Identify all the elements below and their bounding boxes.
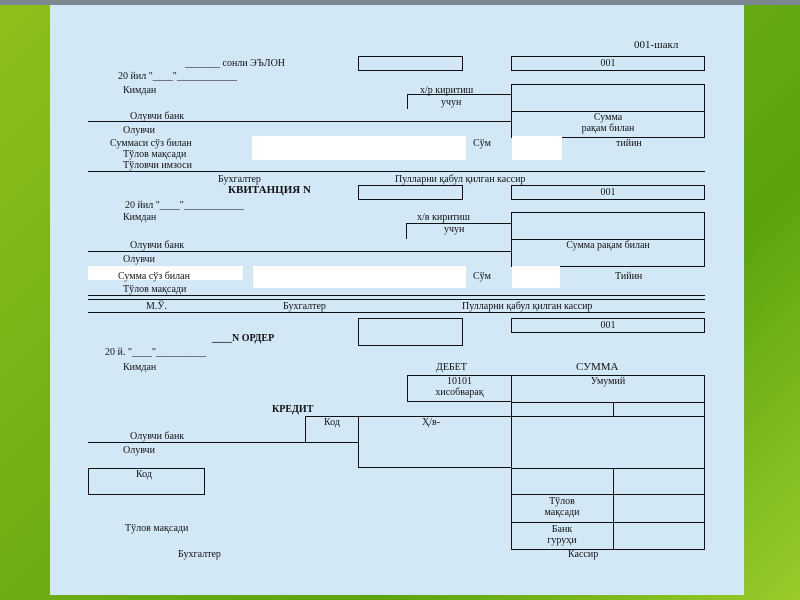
order-payee-bank-label: Олувчи банк bbox=[130, 431, 185, 442]
order-title: ____N ОРДЕР bbox=[212, 333, 275, 344]
receipt-debit-account-2: учун bbox=[444, 224, 465, 235]
order-payment-purpose-cell-1: Тўлов bbox=[549, 496, 575, 507]
receipt-amount-figures: Сумма рақам билан bbox=[566, 240, 650, 251]
notice-amount-words-label: Суммаси сўз билан bbox=[110, 138, 192, 149]
notice-amount-words-field[interactable] bbox=[252, 136, 466, 160]
order-payee-label: Олувчи bbox=[123, 445, 155, 456]
receipt-divider-top bbox=[88, 295, 705, 296]
order-grid-split-2 bbox=[613, 468, 614, 550]
order-grid-split-1 bbox=[613, 402, 614, 416]
receipt-number-box: 001 bbox=[511, 185, 705, 200]
notice-sum-label: Сўм bbox=[473, 138, 491, 149]
receipt-accountant-label: Бухгалтер bbox=[283, 301, 326, 312]
order-grid-line-3 bbox=[511, 468, 705, 469]
receipt-from-label: Кимдан bbox=[123, 212, 157, 223]
notice-cashier-label: Пулларни қабул қилган кассир bbox=[395, 174, 526, 185]
receipt-payee-bank-label: Олувчи банк bbox=[130, 240, 185, 251]
receipt-title: КВИТАНЦИЯ N bbox=[228, 184, 311, 196]
order-total-label: Умумий bbox=[590, 376, 626, 387]
order-purpose-label: Тўлов мақсади bbox=[125, 523, 189, 534]
order-blank-box bbox=[358, 318, 463, 346]
notice-debit-account-1: х/р киритиш bbox=[420, 85, 474, 96]
order-code-label: Код bbox=[324, 417, 340, 428]
receipt-tiyin-label: Тийин bbox=[615, 271, 643, 282]
order-payment-purpose-cell-2: мақсади bbox=[544, 507, 580, 518]
notice-sum-field[interactable] bbox=[512, 136, 562, 160]
order-account-no-1: 10101 bbox=[447, 376, 472, 387]
receipt-account-line bbox=[406, 223, 511, 224]
order-grid-line-1 bbox=[511, 402, 705, 403]
receipt-payee-bank-line bbox=[88, 251, 511, 252]
order-number-box: 001 bbox=[511, 318, 705, 333]
order-account-no-2: хисобварақ bbox=[435, 387, 484, 398]
notice-payee-bank-line bbox=[88, 121, 511, 122]
receipt-sum-field[interactable] bbox=[512, 266, 560, 288]
notice-amount-divider bbox=[511, 111, 705, 112]
receipt-signature-line bbox=[88, 312, 705, 313]
order-from-label: Кимдан bbox=[123, 362, 157, 373]
notice-amount-figures-1: Сумма bbox=[593, 112, 623, 123]
notice-payee-label: Олувчи bbox=[123, 125, 155, 136]
receipt-amount-words-label: Сумма сўз билан bbox=[118, 271, 190, 282]
notice-from-label: Кимдан bbox=[123, 85, 157, 96]
receipt-purpose-label: Тўлов мақсади bbox=[123, 284, 187, 295]
notice-accountant-label: Бухгалтер bbox=[218, 174, 261, 185]
receipt-seal-label: М.Ў. bbox=[146, 301, 167, 312]
receipt-account-bracket bbox=[406, 223, 407, 239]
order-credit-account-cell bbox=[358, 416, 512, 468]
notice-amount-figures-2: рақам билан bbox=[581, 123, 635, 134]
receipt-divider-bottom bbox=[88, 299, 705, 300]
window-top-bar bbox=[0, 0, 800, 5]
order-code-box-label: Код bbox=[136, 469, 152, 480]
receipt-blank-box bbox=[358, 185, 463, 200]
notice-section-divider bbox=[88, 171, 705, 172]
receipt-sum-label: Сўм bbox=[473, 271, 491, 282]
order-grid-line-4 bbox=[511, 494, 705, 495]
receipt-amount-divider bbox=[511, 239, 705, 240]
notice-account-line bbox=[407, 94, 511, 95]
order-cashier-label: Кассир bbox=[568, 549, 599, 560]
order-code-box bbox=[88, 468, 205, 495]
order-grid-line-2 bbox=[511, 416, 705, 417]
payment-form-sheet: 001-шакл _______ сонли ЭЪЛОН 001 20 йил … bbox=[50, 5, 744, 595]
notice-number-box: 001 bbox=[511, 56, 705, 71]
notice-date: 20 йил "____"____________ bbox=[118, 71, 237, 82]
order-sum-header: СУММА bbox=[576, 361, 619, 373]
receipt-cashier-label: Пулларни қабул қилган кассир bbox=[462, 301, 593, 312]
notice-payer-signature-label: Тўловчи имзоси bbox=[123, 160, 192, 171]
receipt-blank-strip bbox=[88, 266, 243, 280]
notice-tiyin-label: тийин bbox=[616, 138, 642, 149]
order-debit-label: ДЕБЕТ bbox=[436, 362, 467, 373]
form-code: 001-шакл bbox=[634, 39, 679, 51]
notice-payee-bank-label: Олувчи банк bbox=[130, 111, 185, 122]
receipt-payee-label: Олувчи bbox=[123, 254, 155, 265]
receipt-debit-account-1: х/в киритиш bbox=[417, 212, 470, 223]
notice-account-bracket bbox=[407, 94, 408, 109]
order-grid-line-5 bbox=[511, 522, 705, 523]
order-payee-bank-line bbox=[88, 442, 305, 443]
order-account-short: Ҳ/в- bbox=[422, 417, 441, 428]
order-bank-group-cell-1: Банк bbox=[551, 524, 573, 535]
order-date: 20 й. "____"__________ bbox=[105, 347, 207, 358]
order-accountant-label: Бухгалтер bbox=[178, 549, 221, 560]
order-credit-label: КРЕДИТ bbox=[272, 404, 314, 415]
order-bank-group-cell-2: гуруҳи bbox=[547, 535, 577, 546]
receipt-date: 20 йил "____"____________ bbox=[125, 200, 244, 211]
notice-purpose-label: Тўлов мақсади bbox=[123, 149, 187, 160]
notice-debit-account-2: учун bbox=[441, 97, 462, 108]
receipt-amount-words-field[interactable] bbox=[253, 266, 466, 288]
notice-blank-box bbox=[358, 56, 463, 71]
notice-title: _______ сонли ЭЪЛОН bbox=[185, 58, 286, 69]
